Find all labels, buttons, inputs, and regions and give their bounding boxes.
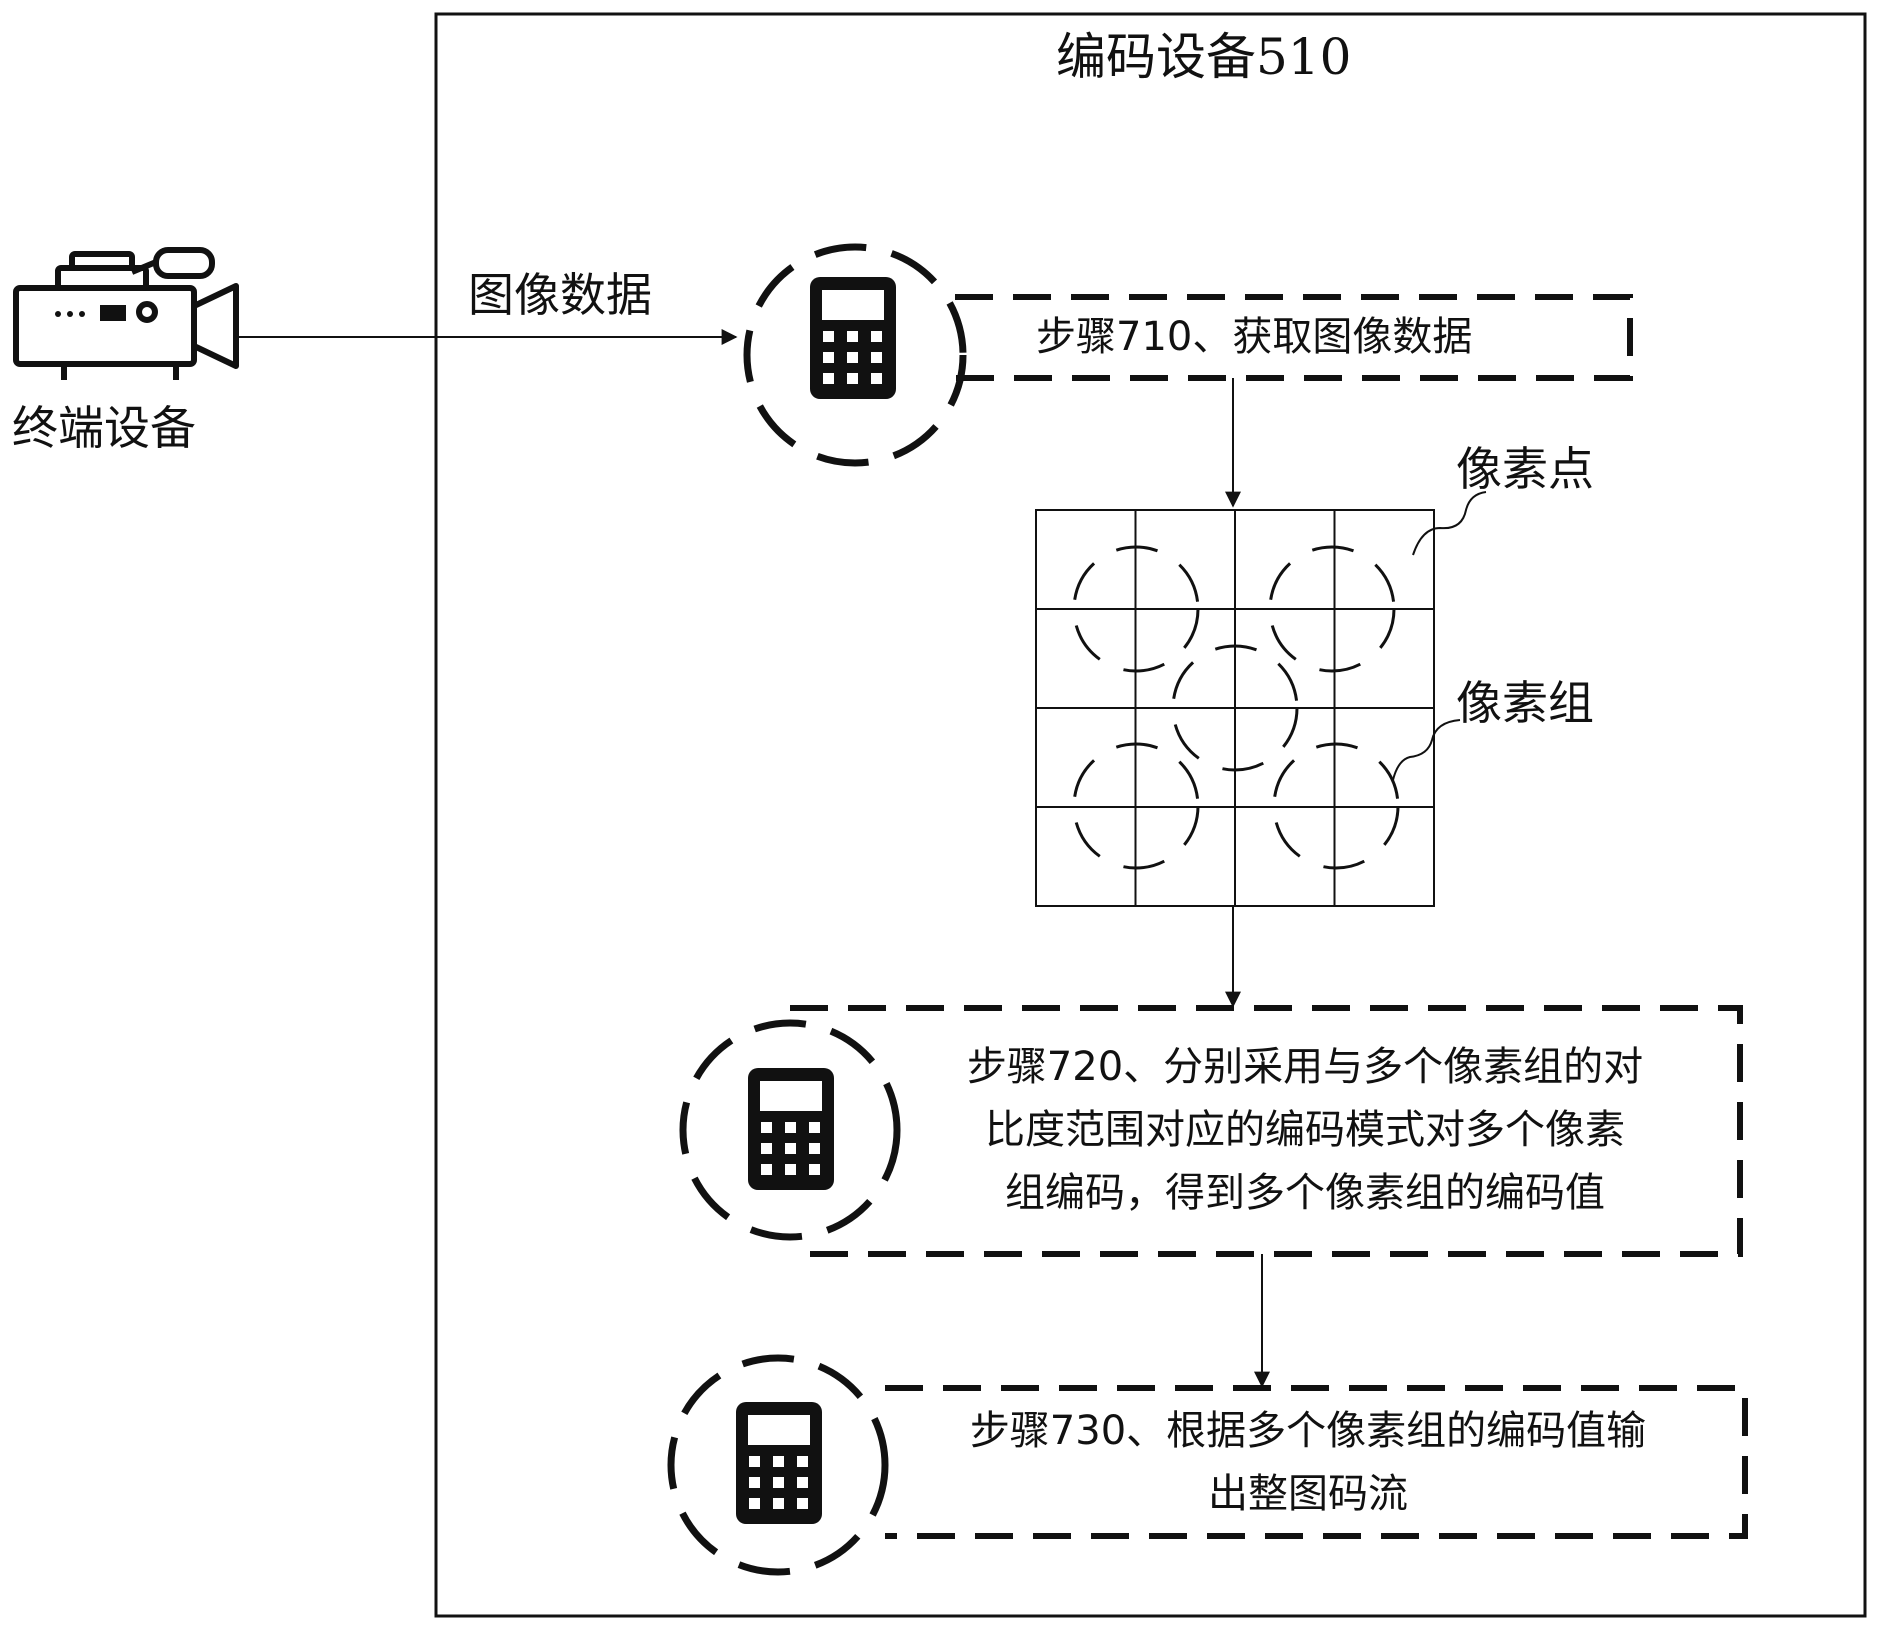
- pixel-group-label: 像素组: [1456, 676, 1594, 730]
- step-720-calculator-icon: [679, 1019, 901, 1241]
- step-730-text: 步骤730、根据多个像素组的编码值输 出整图码流: [880, 1400, 1736, 1526]
- pixel-group-3: [1171, 644, 1299, 772]
- pixel-group-1: [1072, 545, 1200, 673]
- terminal-device-label: 终端设备: [12, 401, 196, 455]
- step-730-calculator-icon: [667, 1354, 889, 1576]
- step-720-line-2: 比度范围对应的编码模式对多个像素: [985, 1107, 1625, 1153]
- device-title: 编码设备510: [1056, 28, 1352, 86]
- pixel-grid: [1035, 509, 1435, 907]
- encoding-device-box: [434, 12, 1867, 1618]
- step-710-box: [955, 294, 1633, 381]
- step-710-calculator-icon: [743, 243, 967, 467]
- pixel-group-2: [1268, 545, 1396, 673]
- pixel-group-5: [1272, 742, 1400, 870]
- step-720-line-1: 步骤720、分别采用与多个像素组的对: [966, 1044, 1644, 1090]
- step-720-line-3: 组编码，得到多个像素组的编码值: [1005, 1170, 1605, 1216]
- step-730-box: [885, 1385, 1748, 1539]
- step-720-text: 步骤720、分别采用与多个像素组的对 比度范围对应的编码模式对多个像素 组编码，…: [880, 1036, 1730, 1225]
- step-720-box: [790, 1005, 1743, 1257]
- video-camera-icon: [13, 247, 239, 380]
- image-data-label: 图像数据: [468, 268, 652, 322]
- pixel-point-label: 像素点: [1456, 442, 1594, 496]
- pixel-group-leader: [1392, 719, 1461, 781]
- step-710-text: 步骤710、获取图像数据: [1036, 314, 1473, 360]
- pixel-group-4: [1072, 742, 1200, 870]
- pixel-groups: [1072, 545, 1400, 870]
- step-730-line-1: 步骤730、根据多个像素组的编码值输: [969, 1408, 1647, 1454]
- step-730-line-2: 出整图码流: [1208, 1471, 1408, 1517]
- pixel-point-leader: [1412, 491, 1487, 556]
